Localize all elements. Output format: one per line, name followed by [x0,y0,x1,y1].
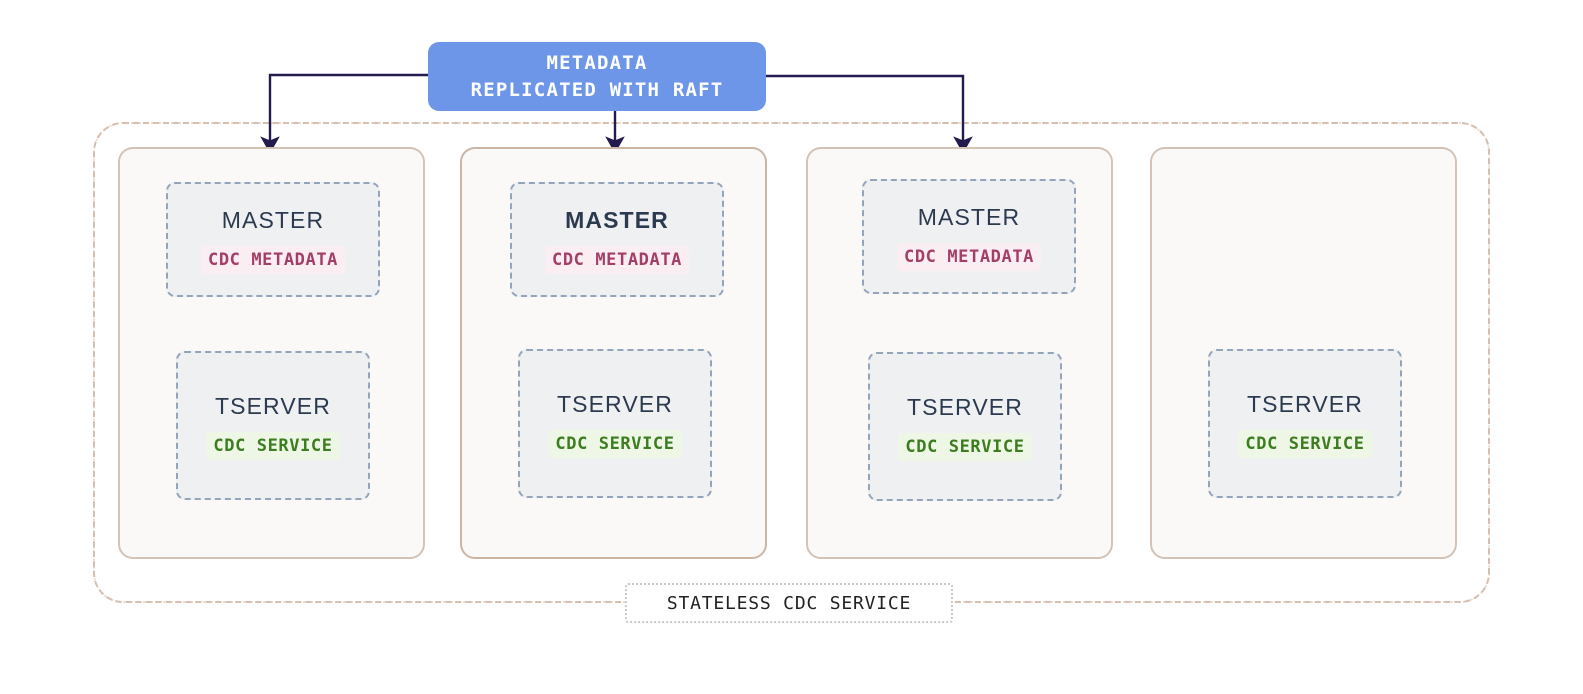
cdc-service-tag-1: CDC SERVICE [206,432,340,460]
master-title-2: MASTER [565,207,669,233]
node-card-2: MASTER CDC METADATA TSERVER CDC SERVICE [460,147,767,559]
master-process-2: MASTER CDC METADATA [510,182,724,297]
metadata-title-line-2: REPLICATED WITH RAFT [470,78,724,101]
cdc-service-tag-4: CDC SERVICE [1238,430,1372,458]
tserver-title-4: TSERVER [1247,391,1363,417]
cdc-metadata-tag-3: CDC METADATA [896,243,1042,271]
tserver-title-1: TSERVER [215,393,331,419]
tserver-process-2: TSERVER CDC SERVICE [518,349,712,498]
master-process-1: MASTER CDC METADATA [166,182,380,297]
cdc-service-tag-2: CDC SERVICE [548,430,682,458]
tserver-process-4: TSERVER CDC SERVICE [1208,349,1402,498]
cluster-caption-box: STATELESS CDC SERVICE [625,583,953,623]
tserver-title-3: TSERVER [907,394,1023,420]
node-card-1: MASTER CDC METADATA TSERVER CDC SERVICE [118,147,425,559]
node-card-4: TSERVER CDC SERVICE [1150,147,1457,559]
tserver-title-2: TSERVER [557,391,673,417]
master-title-1: MASTER [221,207,325,233]
tserver-process-3: TSERVER CDC SERVICE [868,352,1062,501]
node-card-3: MASTER CDC METADATA TSERVER CDC SERVICE [806,147,1113,559]
master-process-3: MASTER CDC METADATA [862,179,1076,294]
tserver-process-1: TSERVER CDC SERVICE [176,351,370,500]
cdc-metadata-tag-1: CDC METADATA [200,246,346,274]
cluster-caption-text: STATELESS CDC SERVICE [666,592,912,614]
cdc-service-tag-3: CDC SERVICE [898,433,1032,461]
metadata-raft-box: METADATA REPLICATED WITH RAFT [428,42,766,111]
metadata-title-line-1: METADATA [546,51,648,74]
cdc-metadata-tag-2: CDC METADATA [544,246,690,274]
master-title-3: MASTER [917,204,1021,230]
